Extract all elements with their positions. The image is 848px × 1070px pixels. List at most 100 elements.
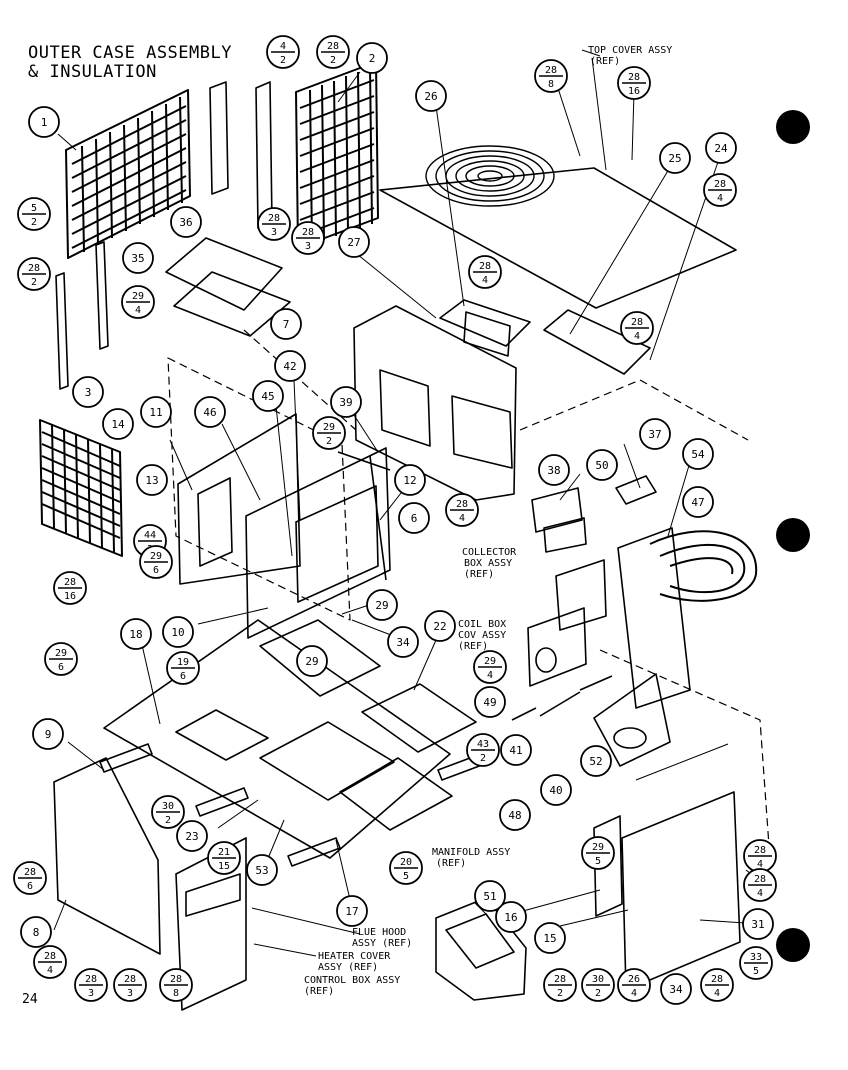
callout-10: 10 — [162, 616, 194, 648]
callout-26: 26 — [415, 80, 447, 112]
callout-53: 53 — [246, 854, 278, 886]
callout-circle — [474, 880, 506, 912]
fraction-denominator: 2 — [595, 988, 601, 999]
corner-strip — [209, 81, 229, 195]
callout-circle — [252, 380, 284, 412]
fraction-numerator: 28 — [754, 845, 766, 856]
fan-coil — [425, 145, 555, 207]
fraction-callout: 284 — [33, 945, 67, 979]
fraction-denominator: 4 — [634, 331, 640, 342]
callout-circle — [356, 42, 388, 74]
fraction-numerator: 28 — [545, 65, 557, 76]
insulation-36 — [165, 237, 283, 311]
insulation-35 — [173, 271, 291, 337]
fraction-numerator: 28 — [24, 867, 36, 878]
fraction-denominator: 2 — [31, 217, 37, 228]
fraction-numerator: 44 — [144, 530, 156, 541]
side-panel-right — [621, 791, 741, 991]
callout-circle — [682, 438, 714, 470]
callout-number: 34 — [396, 636, 410, 649]
title-line-1: OUTER CASE ASSEMBLY — [28, 43, 232, 63]
fraction-callout: 296 — [44, 642, 78, 676]
fraction-callout: 288 — [534, 59, 568, 93]
fraction-callout: 284 — [445, 493, 479, 527]
callout-7: 7 — [270, 308, 302, 340]
fraction-denominator: 5 — [595, 856, 601, 867]
fraction-numerator: 28 — [268, 213, 280, 224]
fraction-denominator: 2 — [31, 277, 37, 288]
callout-number: 49 — [483, 696, 496, 709]
box-37 — [615, 475, 657, 505]
fraction-numerator: 28 — [170, 974, 182, 985]
fraction-numerator: 29 — [150, 551, 162, 562]
callout-number: 10 — [171, 626, 184, 639]
fraction-numerator: 28 — [302, 227, 314, 238]
callout-circle — [540, 774, 572, 806]
fraction-callout: 295 — [581, 836, 615, 870]
fraction-denominator: 6 — [27, 881, 33, 892]
callout-50: 50 — [586, 449, 618, 481]
fraction-denominator: 2 — [480, 753, 486, 764]
callout-circle — [170, 206, 202, 238]
callout-number: 46 — [203, 406, 216, 419]
fraction-numerator: 29 — [132, 291, 144, 302]
fraction-numerator: 26 — [628, 974, 640, 985]
fraction-denominator: 2 — [330, 55, 336, 66]
callout-circle — [274, 350, 306, 382]
fraction-denominator: 8 — [548, 79, 554, 90]
fraction-numerator: 30 — [162, 801, 174, 812]
callout-number: 38 — [547, 464, 560, 477]
callout-circle — [102, 408, 134, 440]
callout-17: 17 — [336, 895, 368, 927]
callout-54: 54 — [682, 438, 714, 470]
fraction-numerator: 28 — [64, 577, 76, 588]
label-collector-3: (REF) — [464, 569, 495, 580]
callout-circle — [270, 308, 302, 340]
callout-29: 29 — [366, 589, 398, 621]
fraction-callout: 283 — [291, 221, 325, 255]
callout-circle — [580, 745, 612, 777]
fraction-numerator: 21 — [218, 847, 230, 858]
callout-number: 8 — [33, 926, 40, 939]
callout-circle — [194, 396, 226, 428]
callout-41: 41 — [500, 734, 532, 766]
fraction-callout: 205 — [389, 851, 423, 885]
fraction-callout: 283 — [74, 968, 108, 1002]
fraction-callout: 196 — [166, 651, 200, 685]
label-coil-3: (REF) — [458, 641, 489, 652]
callout-circle — [366, 589, 398, 621]
top-cover — [379, 167, 737, 309]
fraction-numerator: 30 — [592, 974, 604, 985]
callout-number: 2 — [369, 52, 376, 65]
callout-circle — [336, 895, 368, 927]
side-panel-left — [53, 757, 161, 955]
fraction-denominator: 4 — [717, 193, 723, 204]
callout-circle — [394, 464, 426, 496]
fraction-numerator: 28 — [479, 261, 491, 272]
label-heater-1: HEATER COVER — [318, 951, 391, 962]
callout-40: 40 — [540, 774, 572, 806]
fraction-callout: 302 — [151, 795, 185, 829]
callout-47: 47 — [682, 486, 714, 518]
callout-number: 54 — [691, 448, 705, 461]
callout-circle — [122, 242, 154, 274]
callout-number: 6 — [411, 512, 418, 525]
fraction-denominator: 3 — [305, 241, 311, 252]
callout-number: 37 — [648, 428, 661, 441]
fraction-numerator: 4 — [280, 41, 286, 52]
label-manifold-2: (REF) — [436, 858, 467, 869]
callout-18: 18 — [120, 618, 152, 650]
callout-circle — [474, 686, 506, 718]
callout-number: 26 — [424, 90, 437, 103]
fraction-numerator: 29 — [55, 648, 67, 659]
callout-circle — [495, 901, 527, 933]
fraction-denominator: 8 — [173, 988, 179, 999]
fraction-numerator: 29 — [592, 842, 604, 853]
callout-circle — [330, 386, 362, 418]
partition-panel — [245, 447, 391, 639]
title-line-2: & INSULATION — [28, 62, 157, 82]
callout-1: 1 — [28, 106, 60, 138]
fraction-denominator: 4 — [714, 988, 720, 999]
callout-number: 29 — [375, 599, 388, 612]
